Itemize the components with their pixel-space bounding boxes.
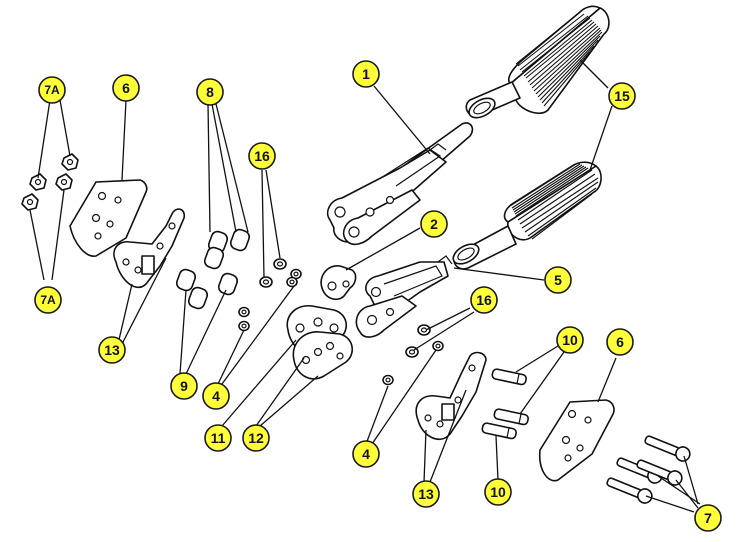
pins-right <box>481 368 529 440</box>
callout-circle <box>352 440 380 468</box>
pins-left <box>175 228 251 310</box>
callout-circle <box>242 424 270 452</box>
lower-handle-tube <box>452 225 517 270</box>
screws-7 <box>606 435 691 504</box>
callout-label: 2 <box>430 216 438 232</box>
callout-label: 1 <box>362 66 370 82</box>
link-plate-pair <box>286 305 353 380</box>
callout-label: 6 <box>616 334 624 350</box>
callout-label: 4 <box>212 388 220 404</box>
upper-jaw-arm <box>326 122 474 246</box>
callout-2: 2 <box>420 210 448 238</box>
callout-label: 11 <box>211 430 226 446</box>
callout-label: 7 <box>704 510 712 526</box>
callout-13-right: 13 <box>412 480 440 508</box>
callout-label: 13 <box>104 342 120 358</box>
callout-11: 11 <box>204 424 232 452</box>
callout-13-left: 13 <box>98 336 126 364</box>
left-side-plate <box>69 179 148 257</box>
callout-circle <box>34 286 62 314</box>
callout-circle <box>38 76 66 104</box>
callout-9: 9 <box>170 372 198 400</box>
left-nuts-7a <box>21 153 79 211</box>
callout-circle <box>484 478 512 506</box>
callout-label: 16 <box>476 292 492 308</box>
upper-handle-grip <box>507 5 610 115</box>
callout-1: 1 <box>352 60 380 88</box>
callout-5: 5 <box>544 266 572 294</box>
callout-circle <box>420 210 448 238</box>
callout-6-left: 6 <box>112 74 140 102</box>
cam-link-part <box>320 265 357 301</box>
callout-4-left: 4 <box>202 382 230 410</box>
callout-circle <box>412 480 440 508</box>
callout-7a-top: 7A <box>38 76 66 104</box>
callout-label: 9 <box>180 378 188 394</box>
callout-label: 6 <box>122 80 130 96</box>
right-side-plate <box>538 399 615 482</box>
washers-left <box>238 258 302 332</box>
callout-10-top: 10 <box>556 326 584 354</box>
callout-circle <box>544 266 572 294</box>
callout-12: 12 <box>242 424 270 452</box>
callout-10-bottom: 10 <box>484 478 512 506</box>
callout-7a-bottom: 7A <box>34 286 62 314</box>
callout-circle <box>556 326 584 354</box>
callout-label: 5 <box>554 272 562 288</box>
right-bracket <box>415 351 487 440</box>
callout-label: 12 <box>248 430 264 446</box>
lower-handle-grip <box>503 161 602 241</box>
callout-7: 7 <box>694 504 722 532</box>
callout-circle <box>470 286 498 314</box>
leader-lines <box>29 59 701 513</box>
callout-circle <box>202 382 230 410</box>
callout-4-right: 4 <box>352 440 380 468</box>
callout-circle <box>608 82 636 110</box>
callout-circle <box>112 74 140 102</box>
callout-label: 7A <box>40 293 56 307</box>
callout-15: 15 <box>608 82 636 110</box>
callout-label: 13 <box>418 486 434 502</box>
upper-handle-tube <box>465 81 521 119</box>
callout-16-left: 16 <box>248 142 276 170</box>
callout-label: 8 <box>206 84 214 100</box>
callout-label: 4 <box>362 446 370 462</box>
callout-circle <box>196 78 224 106</box>
callout-circle <box>248 142 276 170</box>
left-bracket <box>113 208 186 289</box>
callout-6-right: 6 <box>606 328 634 356</box>
callout-16-right: 16 <box>470 286 498 314</box>
callout-label: 16 <box>254 148 270 164</box>
callout-8: 8 <box>196 78 224 106</box>
callout-label: 10 <box>562 332 578 348</box>
callout-circle <box>98 336 126 364</box>
callout-circle <box>606 328 634 356</box>
callout-circle <box>352 60 380 88</box>
callout-circle <box>204 424 232 452</box>
washers-right <box>382 324 444 386</box>
callout-label: 15 <box>614 88 630 104</box>
callout-label: 7A <box>44 83 60 97</box>
callout-label: 10 <box>490 484 506 500</box>
lower-jaw-arm <box>355 255 453 338</box>
callout-circle <box>170 372 198 400</box>
callout-circle <box>694 504 722 532</box>
